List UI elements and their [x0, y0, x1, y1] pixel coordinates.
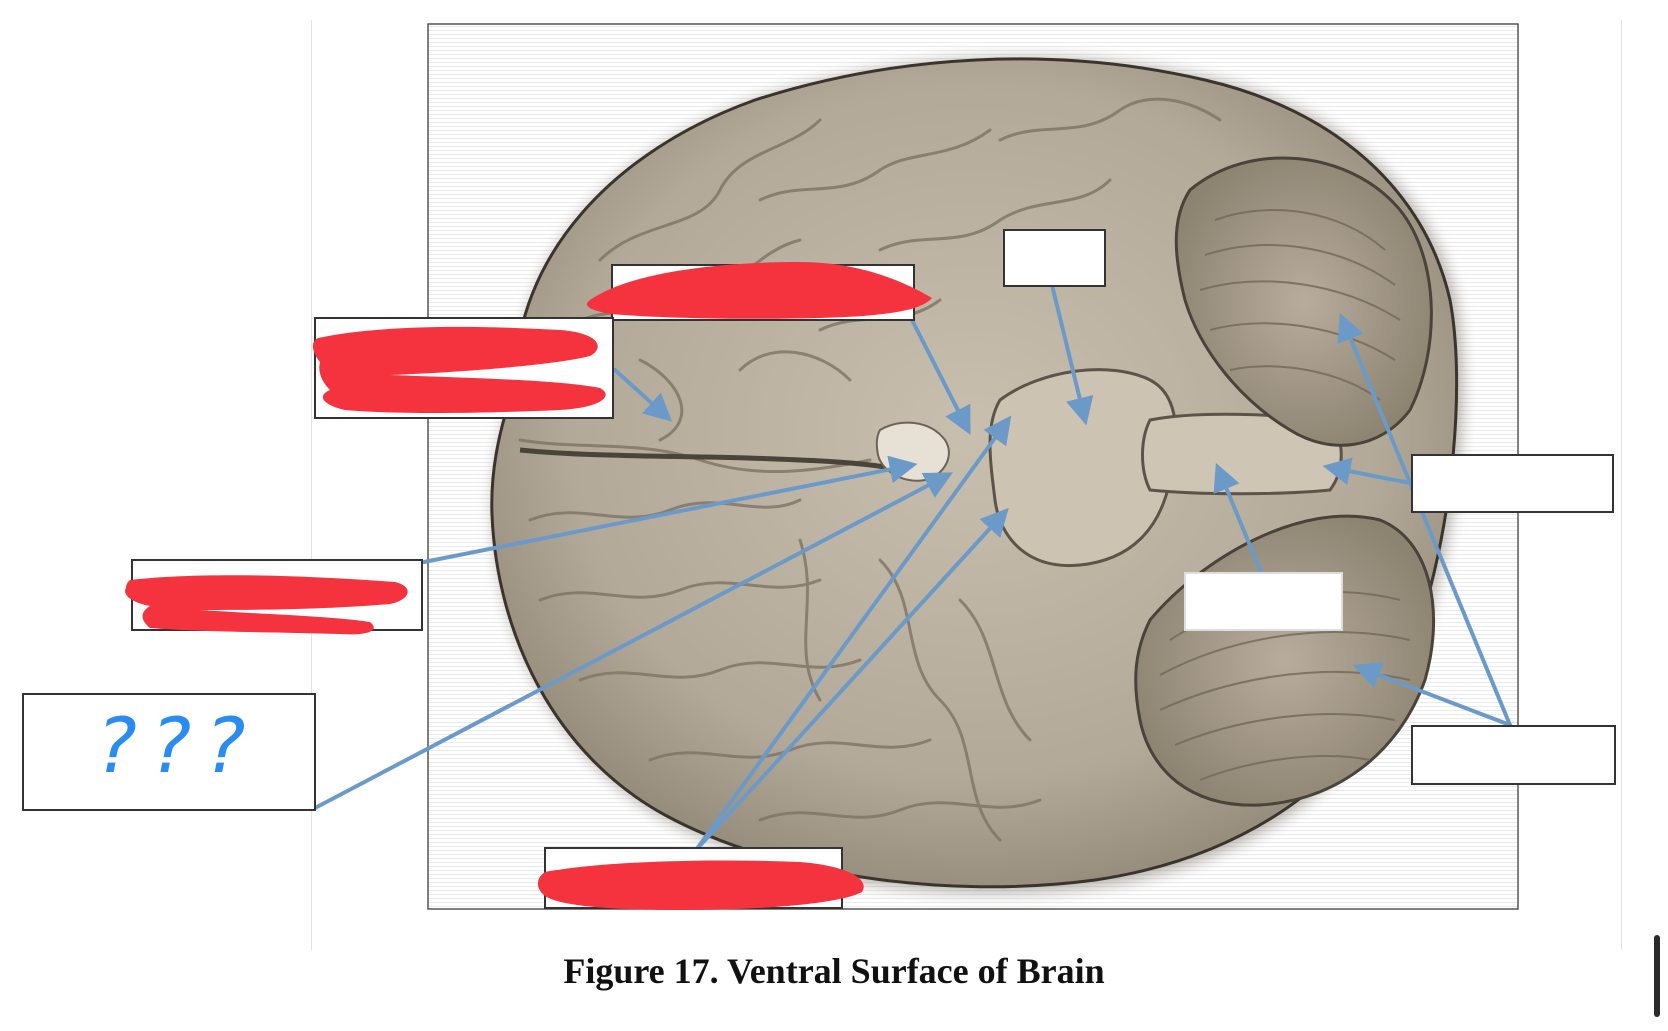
label-box-5[interactable]	[22, 693, 316, 811]
cerebellum-upper	[1174, 156, 1433, 447]
question-annotation: ???	[96, 701, 259, 790]
redaction-mark-3	[125, 575, 408, 635]
label-box-7[interactable]	[1411, 454, 1614, 513]
redaction-mark-1	[586, 262, 932, 319]
sulci-lines	[518, 97, 1222, 842]
longitudinal-fissure	[519, 447, 901, 473]
figure-caption: Figure 17. Ventral Surface of Brain	[563, 951, 1105, 991]
redaction-mark-2	[312, 326, 606, 413]
pons	[988, 368, 1178, 568]
leader-lines	[313, 283, 1512, 852]
label-box-8[interactable]	[1184, 572, 1343, 631]
label-box-9[interactable]	[1411, 725, 1616, 785]
redaction-mark-4	[537, 860, 864, 910]
redaction-marks	[125, 262, 932, 910]
label-box-3[interactable]	[1003, 229, 1106, 287]
page-right-rule	[1621, 20, 1622, 950]
page-left-rule	[311, 20, 312, 950]
scrollbar-indicator[interactable]	[1654, 935, 1660, 1017]
medulla	[1141, 412, 1343, 496]
